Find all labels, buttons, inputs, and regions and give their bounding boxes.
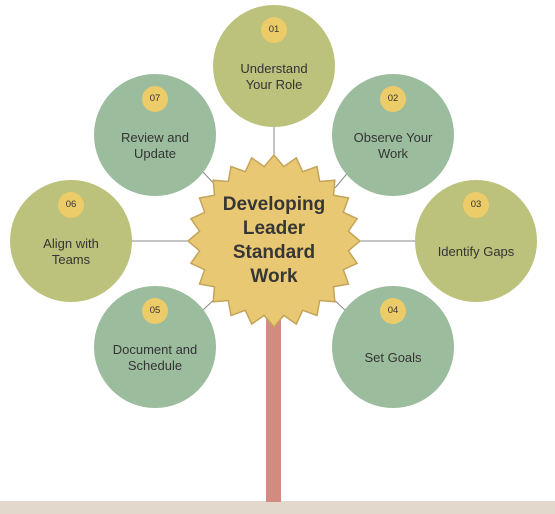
step-label: Set Goals: [364, 350, 422, 365]
step-node-05: 05 Document and Schedule: [94, 286, 216, 408]
step-label: Understand Your Role: [240, 61, 308, 92]
center-title: Developing Leader Standard Work: [222, 194, 326, 287]
step-number-badge: 03: [463, 192, 489, 218]
step-number-badge: 05: [142, 298, 168, 324]
step-number-badge: 02: [380, 86, 406, 112]
step-node-01: 01 Understand Your Role: [213, 5, 335, 127]
step-label: Review and Update: [121, 130, 189, 161]
step-node-07: 07 Review and Update: [94, 74, 216, 196]
step-number-badge: 07: [142, 86, 168, 112]
center-starburst: Developing Leader Standard Work: [187, 154, 361, 328]
step-number-badge: 04: [380, 298, 406, 324]
step-label: Align with Teams: [43, 236, 99, 267]
step-label: Observe Your Work: [353, 130, 433, 161]
step-number-badge: 06: [58, 192, 84, 218]
step-number-badge: 01: [261, 17, 287, 43]
step-node-04: 04 Set Goals: [332, 286, 454, 408]
tree-trunk: [266, 318, 281, 502]
step-node-02: 02 Observe Your Work: [332, 74, 454, 196]
step-label: Identify Gaps: [437, 244, 515, 259]
ground-strip: [0, 501, 555, 514]
step-node-03: 03 Identify Gaps: [415, 180, 537, 302]
starburst-shape: [187, 154, 361, 328]
step-label: Document and Schedule: [112, 342, 198, 373]
step-node-06: 06 Align with Teams: [10, 180, 132, 302]
